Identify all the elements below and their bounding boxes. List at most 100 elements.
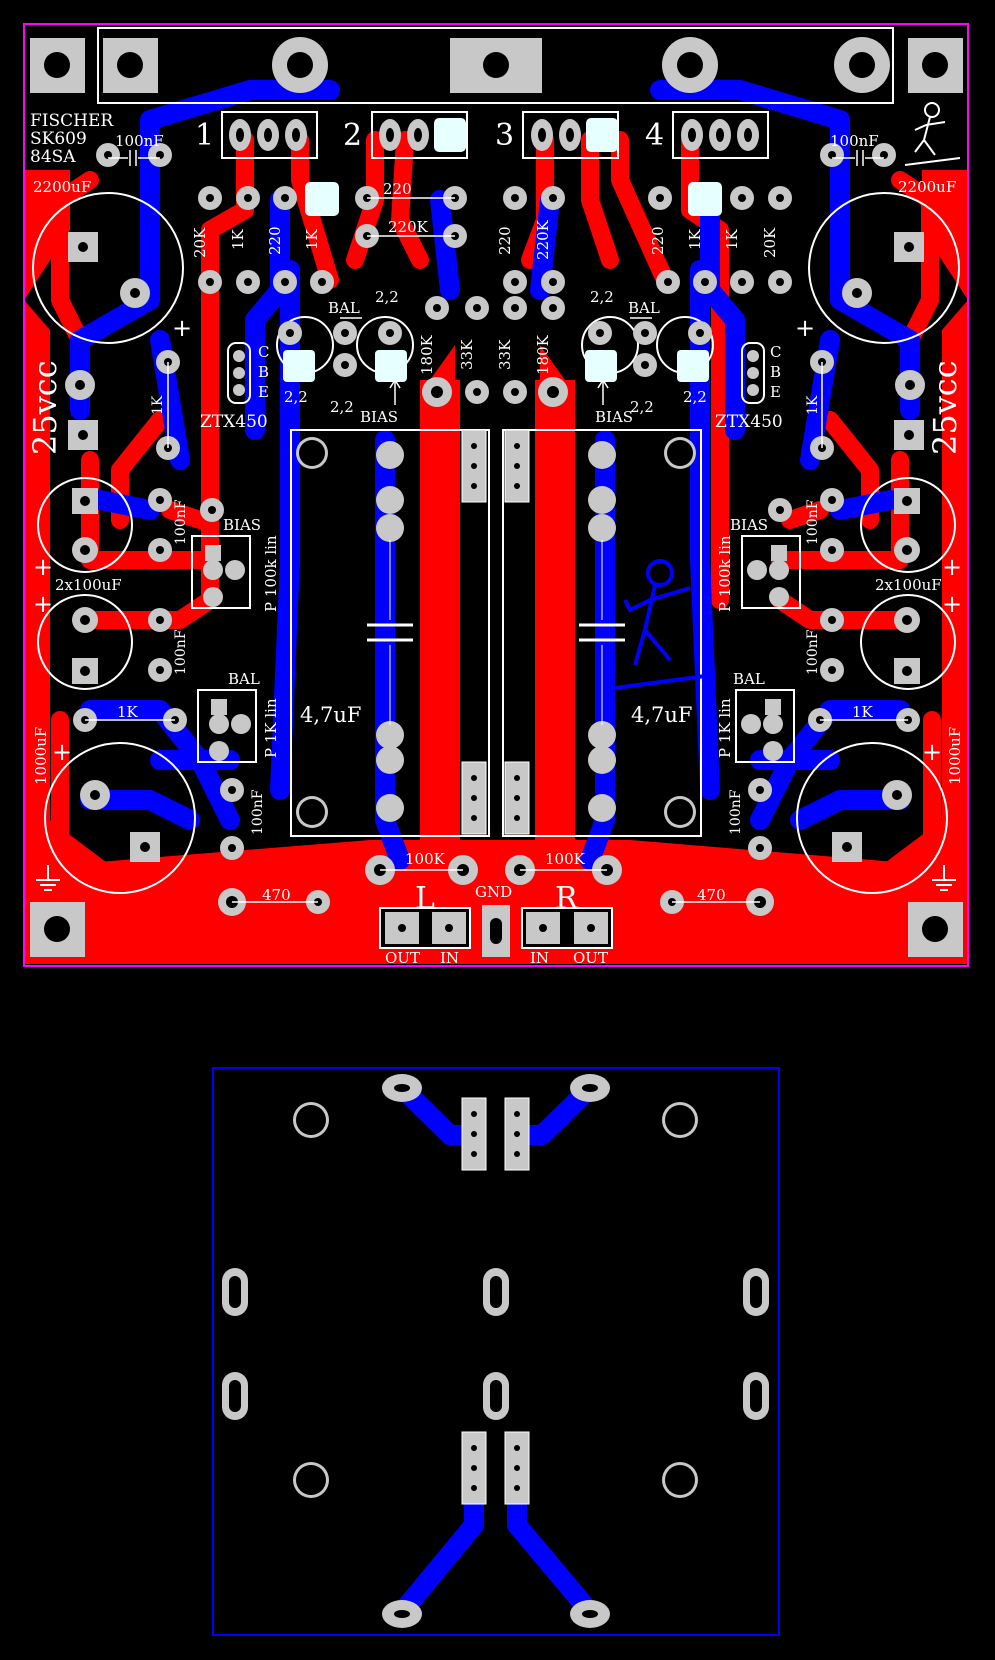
label-100nf-br: 100nF [728,789,744,835]
mounting-holes [30,38,963,957]
label-2u2-l3: 2,2 [330,398,354,416]
label-470-l: 470 [262,886,291,904]
film-caps [290,429,702,837]
label-b-r: B [770,363,781,381]
label-180k-r: 180K [534,334,552,375]
io-connectors [379,905,613,957]
label-100k-r: 100K [545,850,586,868]
label-1000uf-l: 1000uF [32,727,50,785]
board-outline [23,23,969,967]
label-25vcc-r: 25vcc [926,360,964,455]
label-25vcc-l: 25vcc [26,360,64,455]
label-100nf-ml1: 100nF [173,499,189,545]
label-out-r: OUT [573,949,608,967]
label-20k-r: 20K [761,227,779,258]
label-1k-hl: 1K [117,703,139,721]
label-1k-r1: 1K [686,228,704,250]
label-bal-tr: BAL [628,299,660,317]
label-e-r: E [770,383,781,401]
label-ztx450-l: ZTX450 [200,412,268,432]
label-220k-top: 220K [388,218,429,236]
label-bias-r: BIAS [730,516,768,534]
transistor-number-4: 4 [645,118,664,153]
label-100nf-tl: 100nF [115,132,164,150]
label-plus-7: + [52,738,72,766]
label-plus-5: + [942,553,962,581]
label-180k-l: 180K [418,334,436,375]
label-1k-vl: 1K [150,395,166,415]
label-plus-1: + [172,314,192,342]
label-ztx450-r: ZTX450 [715,412,783,432]
transistor-1 [221,111,318,159]
label-2u2-r1: 2,2 [590,288,614,306]
label-1k-l1: 1K [229,228,247,250]
label-220-r: 220 [649,226,667,255]
label-220k-c: 220K [534,219,552,260]
label-220-top: 220 [383,180,412,198]
label-100nf-mr1: 100nF [805,499,821,545]
label-220-l: 220 [266,226,284,255]
label-bal-tl: BAL [328,299,360,317]
label-plus-6: + [942,590,962,618]
label-plus-8: + [922,738,942,766]
label-pot100k-l: P 100k lin [262,535,280,612]
label-33k-r: 33K [496,339,514,370]
label-1000uf-r: 1000uF [946,727,964,785]
label-33k-l: 33K [458,339,476,370]
transistor-number-3: 3 [495,118,514,153]
label-1k-l2: 1K [303,228,321,250]
transistor-number-2: 2 [343,118,362,153]
label-b-l: B [258,363,269,381]
label-in-l: IN [440,949,459,967]
label-4u7-r: 4,7uF [631,703,693,727]
transistor-number-1: 1 [195,118,214,153]
heatsink-bar [97,27,894,104]
label-plus-4: + [33,590,53,618]
smd-pads [283,182,722,382]
silk-lines [85,150,908,903]
component-pads [65,232,925,862]
label-2x100uf-l: 2x100uF [55,576,122,594]
transistor-4 [672,111,769,159]
label-4u7-l: 4,7uF [300,703,362,727]
label-bal-r: BAL [733,670,765,688]
ground-symbols [36,865,956,891]
title-line-2: SK609 [30,129,87,149]
transistor-3 [522,111,619,159]
label-220-c: 220 [496,226,514,255]
label-bias-l: BIAS [223,516,261,534]
label-pot1k-r: P 1K lin [716,698,734,758]
label-100nf-ml2: 100nF [173,629,189,675]
label-channel-r: R [555,881,579,916]
label-pot1k-l: P 1K lin [262,698,280,758]
main-board: FISCHER SK609 84SA 1 2 3 4 100nF 100nF 2… [22,22,970,967]
label-2200uf-l: 2200uF [33,178,91,196]
label-c-r: C [770,343,781,361]
transistor-2 [371,111,468,159]
secondary-pads [222,1074,769,1628]
label-c-l: C [258,343,269,361]
label-2200uf-r: 2200uF [898,178,956,196]
top-copper-layer [24,131,968,964]
ztx450-transistors [227,342,765,404]
electrolytic-caps [32,192,960,894]
silk-text: FISCHER SK609 84SA 1 2 3 4 100nF 100nF 2… [26,111,964,967]
label-1k-r2: 1K [723,228,741,250]
label-e-l: E [258,383,269,401]
label-bal-l: BAL [228,670,260,688]
title-line-1: FISCHER [30,111,114,131]
label-plus-3: + [33,553,53,581]
skater-figure-large [614,559,706,690]
label-gnd: GND [475,883,512,901]
label-100k-l: 100K [405,850,446,868]
label-100nf-tr: 100nF [830,132,879,150]
title-line-3: 84SA [30,147,76,167]
label-1k-vr: 1K [805,395,821,415]
label-2u2-r2: 2,2 [630,398,654,416]
label-470-r: 470 [697,886,726,904]
label-plus-2: + [795,314,815,342]
label-channel-l: L [415,881,435,916]
resistor-pads [73,143,920,916]
label-out-l: OUT [385,949,420,967]
